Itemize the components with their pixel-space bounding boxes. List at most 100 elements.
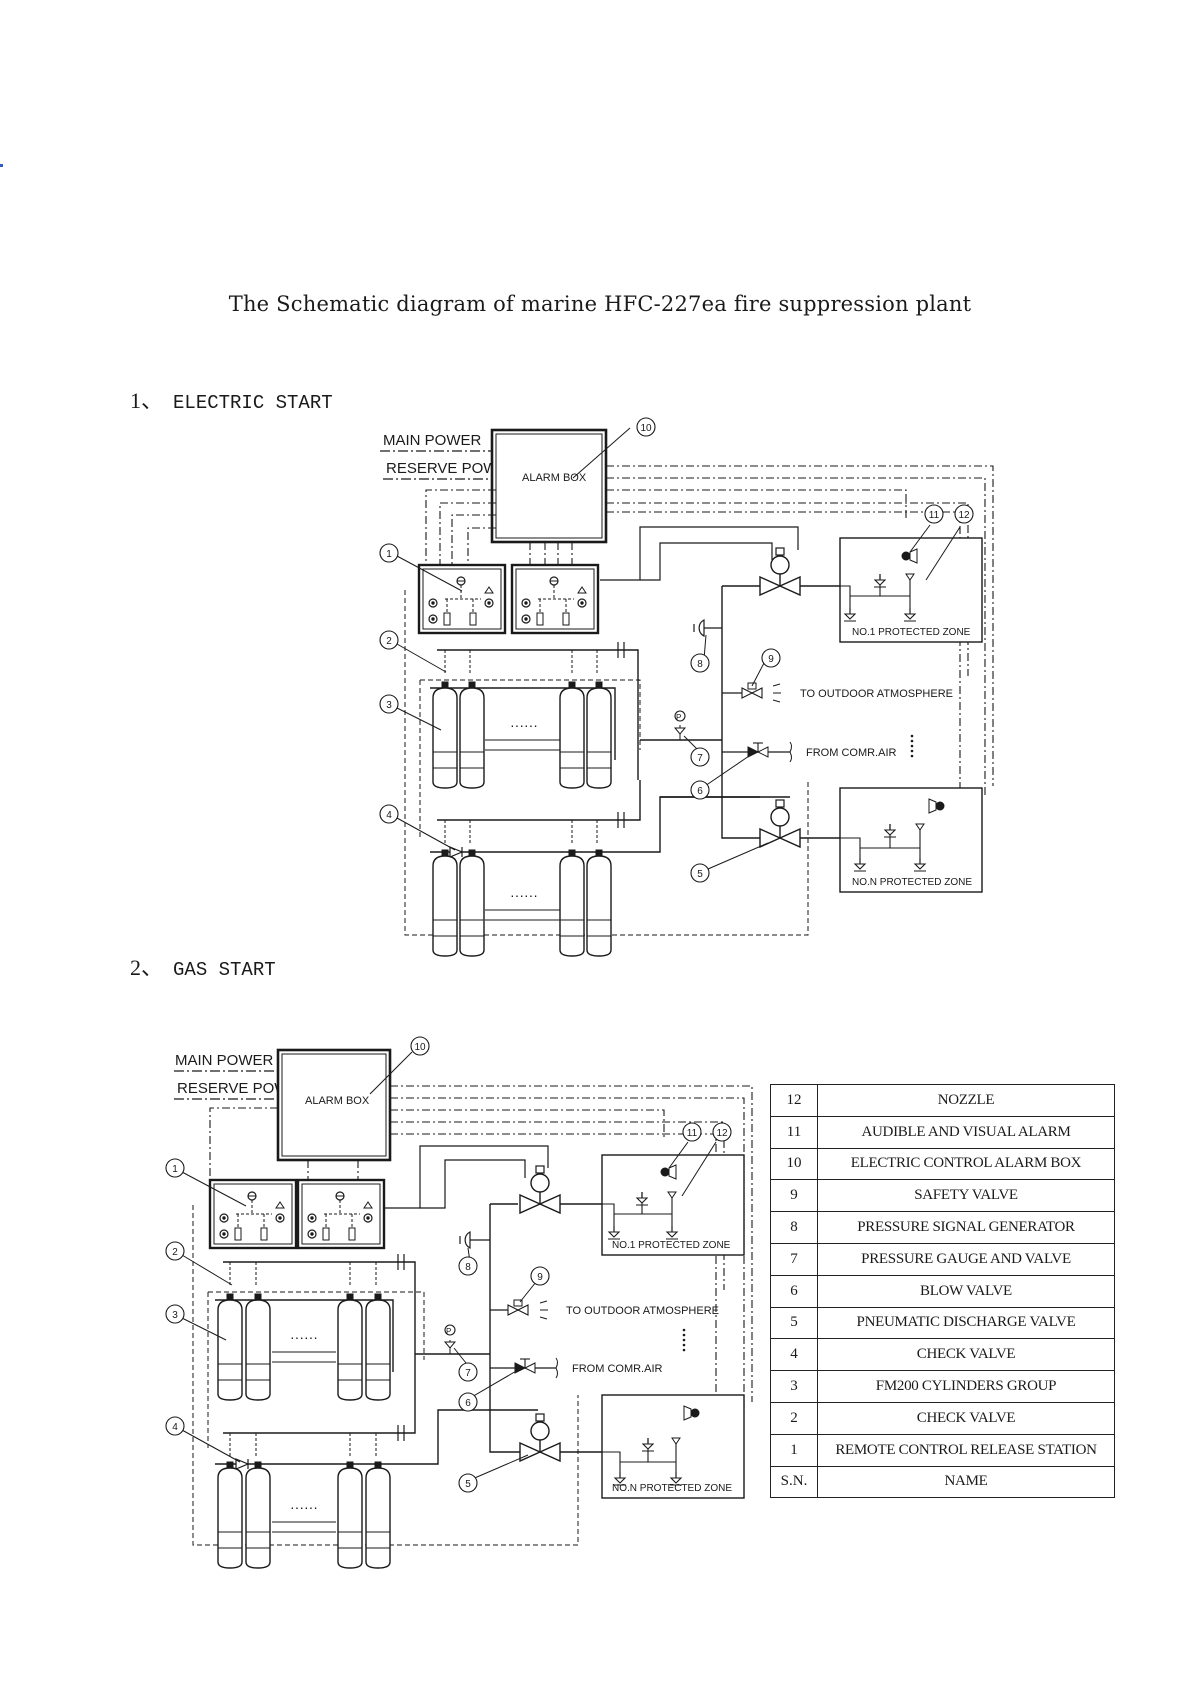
- callout-3-gas: 3: [172, 1310, 178, 1321]
- from-comr-air-label-1: FROM COMR.AIR: [806, 747, 896, 759]
- callout-12: 12: [958, 510, 970, 521]
- legend-sn: 4: [770, 1338, 818, 1372]
- legend-name: PRESSURE SIGNAL GENERATOR: [817, 1211, 1115, 1244]
- legend-sn: 9: [770, 1179, 818, 1213]
- main-power-label: MAIN POWER: [383, 432, 482, 449]
- cylinder-ellipsis-4: ······: [290, 1499, 318, 1515]
- zone-n-label-gas: NO.N PROTECTED ZONE: [612, 1483, 732, 1494]
- pneumatic-discharge-valve-zone-n-gas: [519, 1413, 561, 1462]
- legend-sn: 6: [770, 1274, 818, 1308]
- callout-11: 11: [929, 510, 940, 521]
- callout-10-gas: 10: [414, 1042, 426, 1053]
- callout-2: 2: [386, 636, 392, 647]
- page-title: The Schematic diagram of marine HFC-227e…: [228, 292, 972, 316]
- legend-name: AUDIBLE AND VISUAL ALARM: [817, 1115, 1115, 1149]
- legend-name: ELECTRIC CONTROL ALARM BOX: [817, 1147, 1115, 1181]
- legend-sn: 10: [770, 1147, 818, 1181]
- callout-4-gas: 4: [172, 1422, 178, 1433]
- callout-5: 5: [697, 869, 703, 880]
- reserve-power-label: RESERVE POWER: [386, 460, 518, 477]
- legend-name: NOZZLE: [817, 1084, 1115, 1117]
- callout-6: 6: [697, 786, 703, 797]
- legend-sn: S.N.: [770, 1465, 818, 1499]
- zone-1-label: NO.1 PROTECTED ZONE: [852, 627, 971, 638]
- legend-sn: 3: [770, 1370, 818, 1403]
- main-power-label-2: MAIN POWER: [175, 1052, 274, 1069]
- remote-release-station-4: [296, 1178, 386, 1250]
- cylinder-ellipsis-1: ······: [510, 717, 538, 733]
- blue-margin-mark: [0, 164, 3, 167]
- callout-11-gas: 11: [687, 1128, 698, 1139]
- callout-2-gas: 2: [172, 1247, 178, 1258]
- callout-7: 7: [697, 753, 703, 764]
- legend-sn: 7: [770, 1242, 818, 1276]
- section-title: ELECTRIC START: [173, 392, 333, 414]
- legend-name: SAFETY VALVE: [817, 1179, 1115, 1213]
- reserve-power-label-2: RESERVE POWER: [177, 1080, 309, 1097]
- legend-sn: 5: [770, 1306, 818, 1340]
- zone-1-label-gas: NO.1 PROTECTED ZONE: [612, 1240, 731, 1251]
- legend-name: PNEUMATIC DISCHARGE VALVE: [817, 1306, 1115, 1340]
- callout-9: 9: [768, 654, 774, 665]
- callouts-diagram-2: 1 2 3 4 5 6 7 8 9 10 11 12: [165, 1036, 732, 1493]
- section-heading-gas-start: 2、 GAS START: [130, 950, 276, 982]
- legend-name: NAME: [817, 1465, 1115, 1499]
- callout-7-gas: 7: [465, 1368, 471, 1379]
- alarm-box-label-2: ALARM BOX: [305, 1095, 370, 1107]
- callout-3: 3: [386, 700, 392, 711]
- callout-9-gas: 9: [537, 1272, 543, 1283]
- callouts-diagram-1: 1 2 3 4 5 6 7 8 9 10 11 12: [379, 417, 974, 883]
- callout-6-gas: 6: [465, 1398, 471, 1409]
- gas-start-diagram: MAIN POWER RESERVE POWER ALARM BOX: [165, 1036, 753, 1569]
- callout-5-gas: 5: [465, 1479, 471, 1490]
- legend-sn: 2: [770, 1401, 818, 1435]
- cylinder-ellipsis-2: ······: [510, 887, 538, 903]
- pneumatic-discharge-valve-zone-1: [759, 547, 801, 596]
- legend-name: BLOW VALVE: [817, 1274, 1115, 1308]
- callout-10: 10: [640, 423, 652, 434]
- section-number: 1、: [130, 388, 164, 413]
- legend-sn: 1: [770, 1433, 818, 1467]
- callout-1: 1: [386, 549, 392, 560]
- section-heading-electric-start: 1、 ELECTRIC START: [130, 383, 333, 415]
- legend-name: CHECK VALVE: [817, 1401, 1115, 1435]
- section-number: 2、: [130, 955, 164, 980]
- pneumatic-discharge-valve-zone-n: [759, 799, 801, 848]
- callout-12-gas: 12: [716, 1128, 728, 1139]
- legend-sn: 11: [770, 1115, 818, 1149]
- protected-zone-n: [839, 787, 983, 893]
- alarm-box-label: ALARM BOX: [522, 472, 587, 484]
- section-title: GAS START: [173, 959, 276, 981]
- callout-4: 4: [386, 810, 392, 821]
- callout-1-gas: 1: [172, 1164, 178, 1175]
- legend-name: FM200 CYLINDERS GROUP: [817, 1370, 1115, 1403]
- legend-name: PRESSURE GAUGE AND VALVE: [817, 1242, 1115, 1276]
- electric-start-diagram: MAIN POWER RESERVE POWER ALARM BOX: [379, 417, 994, 957]
- remote-release-station-3: [208, 1178, 298, 1250]
- protected-zone-n-gas: [601, 1394, 745, 1499]
- to-outdoor-label-1: TO OUTDOOR ATMOSPHERE: [800, 688, 953, 700]
- from-comr-air-label-2: FROM COMR.AIR: [572, 1363, 662, 1375]
- alarm-box: [490, 428, 608, 544]
- cylinder-ellipsis-3: ······: [290, 1329, 318, 1345]
- alarm-box-2: [276, 1048, 392, 1162]
- zone-n-label: NO.N PROTECTED ZONE: [852, 877, 972, 888]
- pneumatic-discharge-valve-zone-1-gas: [519, 1165, 561, 1214]
- legend-name: CHECK VALVE: [817, 1338, 1115, 1372]
- to-outdoor-label-2: TO OUTDOOR ATMOSPHERE: [566, 1305, 719, 1317]
- legend-row: S.N.NAME: [770, 1465, 1115, 1499]
